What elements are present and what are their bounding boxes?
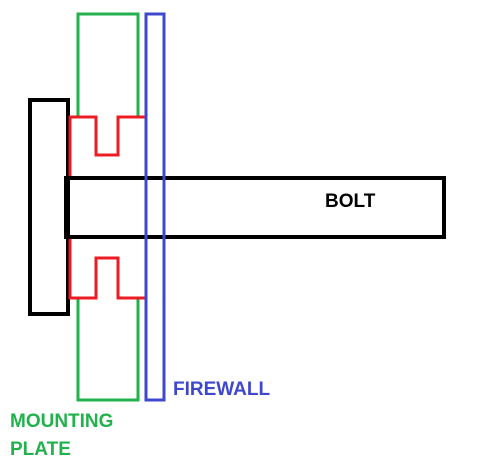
firewall-panel xyxy=(144,12,166,402)
bolt-head xyxy=(28,98,70,316)
bolt-label: BOLT xyxy=(325,191,376,212)
mounting-plate-label-line2: PLATE xyxy=(10,439,71,460)
mounting-plate-lower xyxy=(76,256,140,402)
spacer-outline-lower xyxy=(68,239,146,300)
mounting-plate-label-line1: MOUNTING xyxy=(10,411,113,432)
mounting-plate-upper xyxy=(76,12,140,157)
spacer-outline-upper xyxy=(68,115,146,176)
firewall-label: FIREWALL xyxy=(173,379,270,400)
bolt-shaft xyxy=(64,176,446,239)
